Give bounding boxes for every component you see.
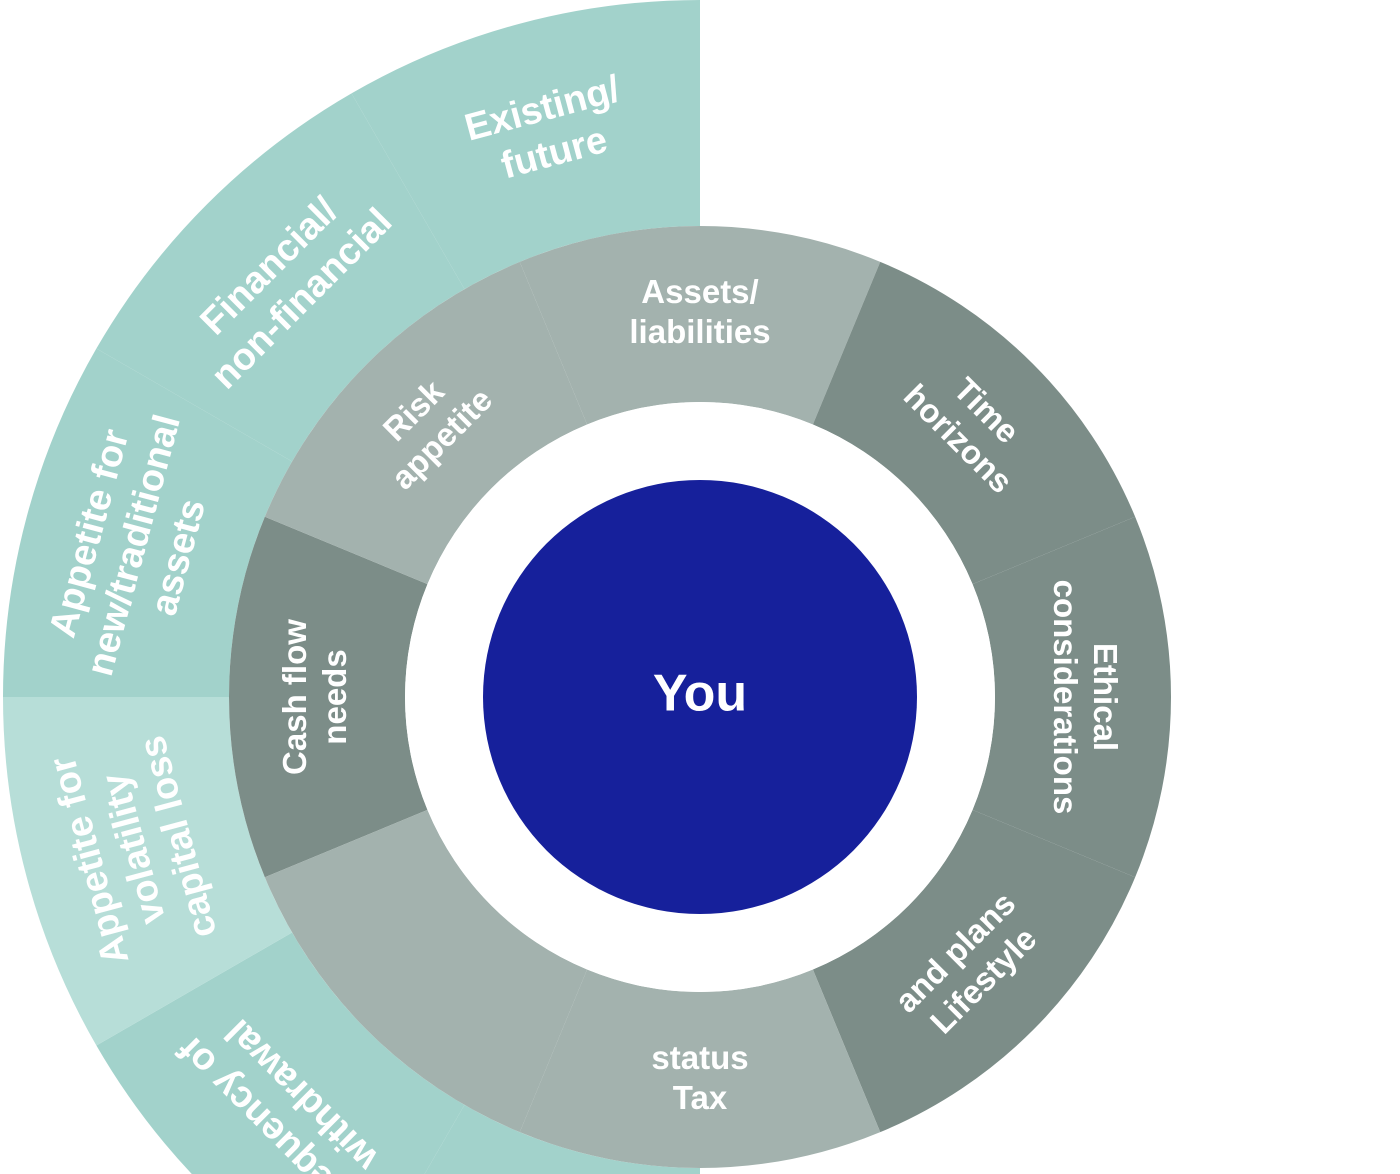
center-circle[interactable] (483, 480, 917, 914)
inner-segment-label-cash-flow-needs: Cash flowneeds (276, 619, 353, 775)
center-label: You (653, 665, 747, 723)
outer-segment-appetite-for-new-traditional-assets[interactable] (3, 348, 293, 698)
inner-segment-cash-flow-needs[interactable] (229, 516, 428, 878)
inner-ring: Cash flowneedsRiskappetiteAssets/liabili… (229, 226, 1171, 1168)
center-node: You (405, 402, 995, 992)
inner-segment-ethical-considerations[interactable] (972, 516, 1171, 878)
outer-segment-financial-non-financial[interactable] (96, 93, 465, 462)
inner-segment-time-horizons[interactable] (812, 261, 1136, 585)
outer-segment-existing-future[interactable] (351, 0, 701, 290)
outer-ring: Effect ofinflationFrequency ofwithdrawal… (3, 0, 700, 1174)
inner-segment-label-assets-liabilities: Assets/liabilities (629, 273, 770, 350)
outer-segment-appetite-for-volatility-capital-loss[interactable] (3, 697, 293, 1046)
inner-segment-cash-flow-spacer[interactable] (264, 809, 588, 1133)
inner-segment-risk-appetite[interactable] (264, 261, 588, 585)
inner-segment-label-ethical-considerations: Ethicalconsiderations (1047, 580, 1124, 815)
inner-segment-tax-status[interactable] (519, 969, 881, 1168)
inner-segment-lifestyle-and-plans[interactable] (812, 809, 1136, 1133)
outer-segment-frequency-of-withdrawal[interactable] (96, 932, 465, 1174)
inner-segment-assets-liabilities[interactable] (519, 226, 881, 425)
outer-segment-effect-of-inflation[interactable] (352, 1104, 701, 1174)
